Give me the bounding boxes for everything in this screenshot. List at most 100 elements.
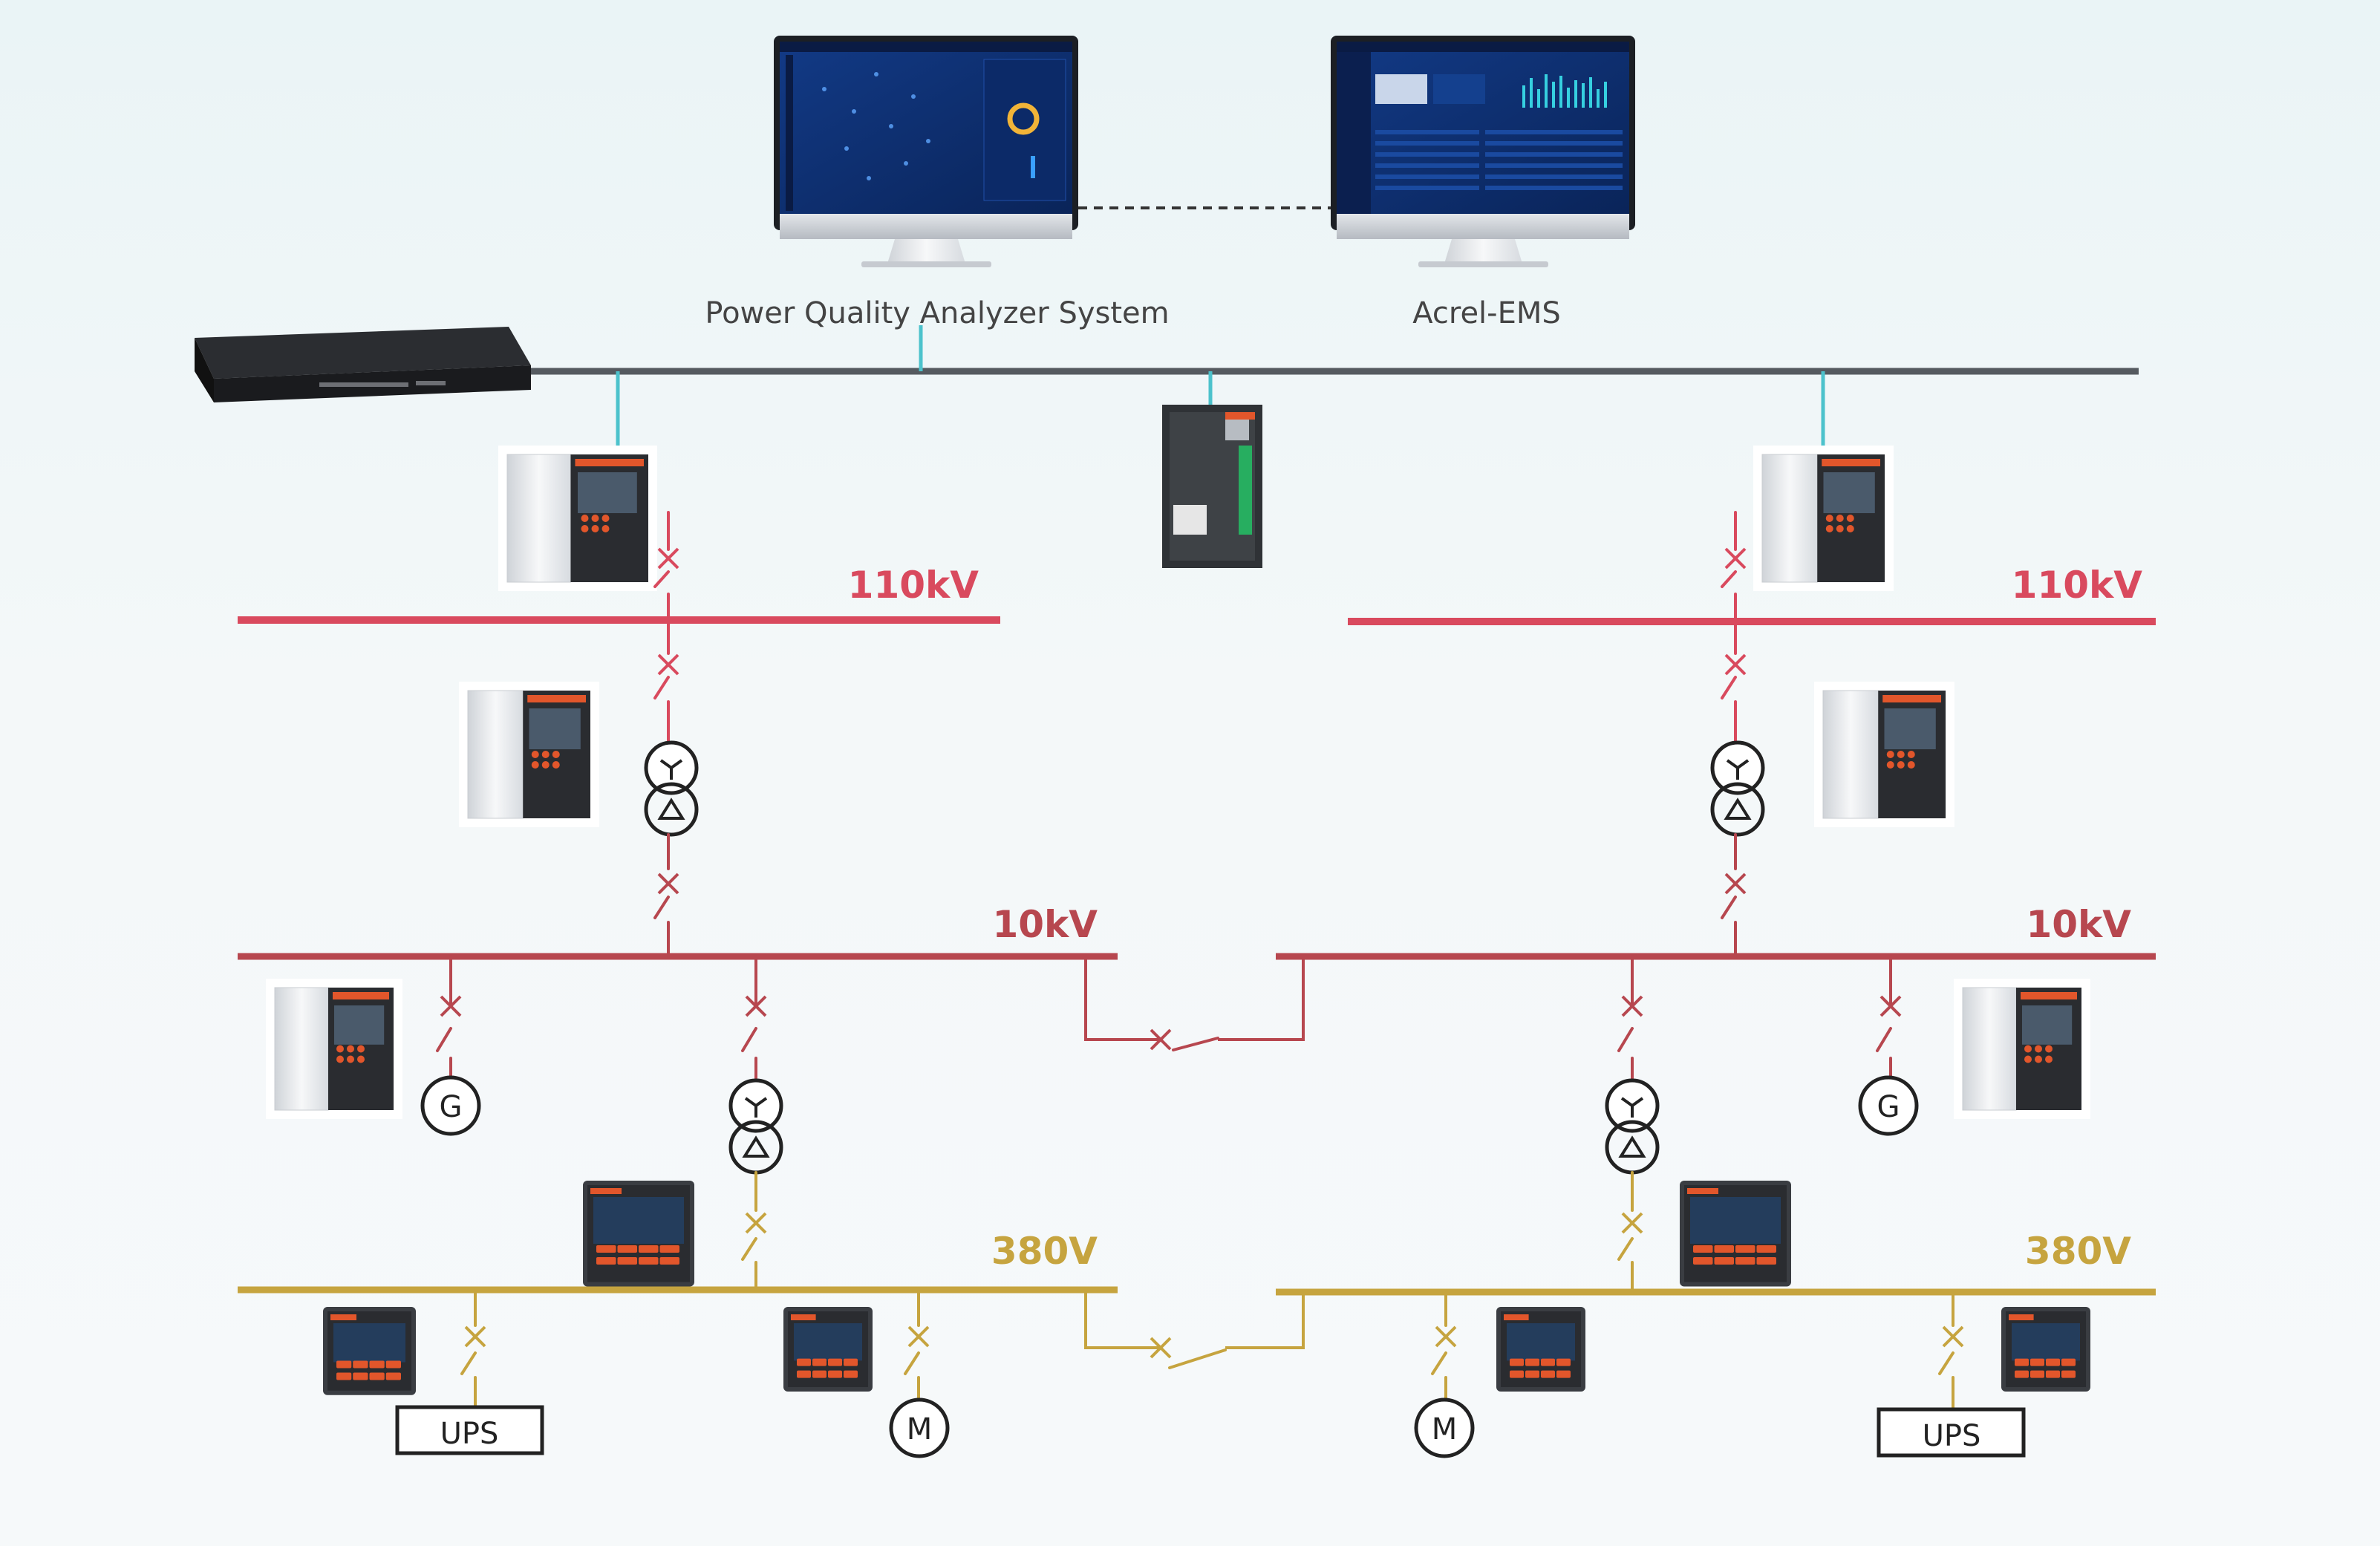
device-display [1823, 472, 1875, 514]
device-key [2035, 1055, 2042, 1063]
meter-logo-strip [2009, 1314, 2034, 1320]
device-key [2024, 1045, 2032, 1053]
breaker-x-mark [1942, 1325, 1964, 1348]
right-generator-label: G [1877, 1090, 1900, 1124]
meter-key [596, 1257, 616, 1265]
breaker-x-stroke [1724, 653, 1747, 676]
breaker-x-stroke [1724, 873, 1747, 895]
switch-blade [1617, 1027, 1634, 1052]
breaker-x-stroke [1435, 1325, 1457, 1348]
meter-key [369, 1360, 385, 1369]
meter-display [1690, 1197, 1781, 1244]
transformer-symbol [1710, 740, 1765, 837]
meter-key [1525, 1370, 1539, 1378]
switch-blade [460, 1351, 477, 1375]
meter-key [812, 1370, 827, 1378]
breaker-x-stroke [440, 995, 462, 1017]
device-key [541, 761, 550, 769]
breaker-x-stroke [657, 653, 679, 676]
meter-key [1756, 1245, 1776, 1253]
meter-key [353, 1372, 368, 1380]
device-key [336, 1055, 344, 1063]
left-motor-symbol: M [889, 1397, 950, 1458]
switch-blade [1172, 1037, 1219, 1051]
meter-key [2061, 1370, 2076, 1378]
breaker-x-mark [1621, 995, 1643, 1017]
meter-key [353, 1360, 368, 1369]
device-key [1897, 761, 1905, 769]
meter-key [844, 1358, 858, 1366]
meter-key [2015, 1358, 2029, 1366]
meter-key [1714, 1257, 1734, 1265]
right-380v-label: 380V [2025, 1230, 2131, 1273]
device-display [578, 472, 637, 514]
device-accent-strip [1822, 459, 1880, 466]
delta-mark [1724, 798, 1752, 820]
meter-key [617, 1257, 637, 1265]
breaker-x-stroke [745, 995, 767, 1017]
meter-key [1510, 1370, 1524, 1378]
switch-blade [653, 896, 670, 919]
right-110kv-relay [1753, 446, 1894, 591]
ems-label: Acrel-EMS [1412, 296, 1561, 330]
breaker-x-stroke [907, 1325, 930, 1348]
device-housing [1962, 987, 2017, 1111]
right-motor-meter [1496, 1307, 1585, 1392]
wye-mark [1726, 759, 1750, 780]
device-key [601, 515, 610, 522]
device-key [1907, 751, 1915, 758]
right-ups-box: UPS [1877, 1407, 2026, 1458]
breaker-x-mark [1724, 873, 1747, 895]
device-key [2035, 1045, 2042, 1053]
device-housing [1822, 690, 1879, 819]
device-key [581, 525, 589, 532]
device-key [357, 1045, 365, 1053]
wye-mark [744, 1097, 768, 1118]
right-ups-label: UPS [1923, 1419, 1981, 1453]
meter-display [333, 1323, 405, 1363]
meter-key [659, 1245, 679, 1253]
meter-key [797, 1358, 811, 1366]
meter-key [1714, 1245, 1734, 1253]
device-key [1907, 761, 1915, 769]
meter-key [385, 1372, 401, 1380]
bus-tie-10kv [1084, 956, 1161, 1041]
switch-blade [741, 1027, 757, 1052]
device-key [1825, 525, 1833, 532]
breaker-x-mark [657, 653, 679, 676]
left-10kv-label: 10kV [992, 903, 1098, 946]
switch-blade [1431, 1351, 1447, 1375]
comm-links [616, 325, 1825, 457]
switch-blade [1938, 1351, 1954, 1375]
right-10kv-label: 10kV [2026, 903, 2131, 946]
device-key [2045, 1055, 2053, 1063]
wye-mark [1620, 1097, 1644, 1118]
meter-key [828, 1358, 842, 1366]
device-display [334, 1005, 385, 1045]
left-motor-label: M [907, 1412, 933, 1446]
switch-blade [741, 1237, 757, 1261]
meter-key [2030, 1358, 2044, 1366]
device-housing [274, 987, 329, 1111]
gateway-device [1162, 405, 1262, 568]
right-transformer-relay [1814, 682, 1954, 827]
meter-key [1525, 1358, 1539, 1366]
switch-blade [1721, 896, 1737, 919]
breaker-x-mark [1621, 1212, 1643, 1234]
pqas-label: Power Quality Analyzer System [705, 296, 1169, 330]
device-key [1836, 525, 1844, 532]
switch-blade [1721, 676, 1737, 699]
meter-key [1556, 1370, 1571, 1378]
breaker-x-stroke [1724, 547, 1747, 570]
breaker-x-stroke [745, 1212, 767, 1234]
device-key [601, 525, 610, 532]
right-110kv-label: 110kV [2012, 564, 2143, 607]
breaker-x-stroke [657, 547, 679, 570]
meter-key [596, 1245, 616, 1253]
device-key [552, 761, 560, 769]
meter-key [2046, 1358, 2060, 1366]
device-key [1886, 761, 1894, 769]
left-380v-label: 380V [991, 1230, 1098, 1273]
switch-blade [653, 570, 670, 588]
meter-key [336, 1360, 352, 1369]
